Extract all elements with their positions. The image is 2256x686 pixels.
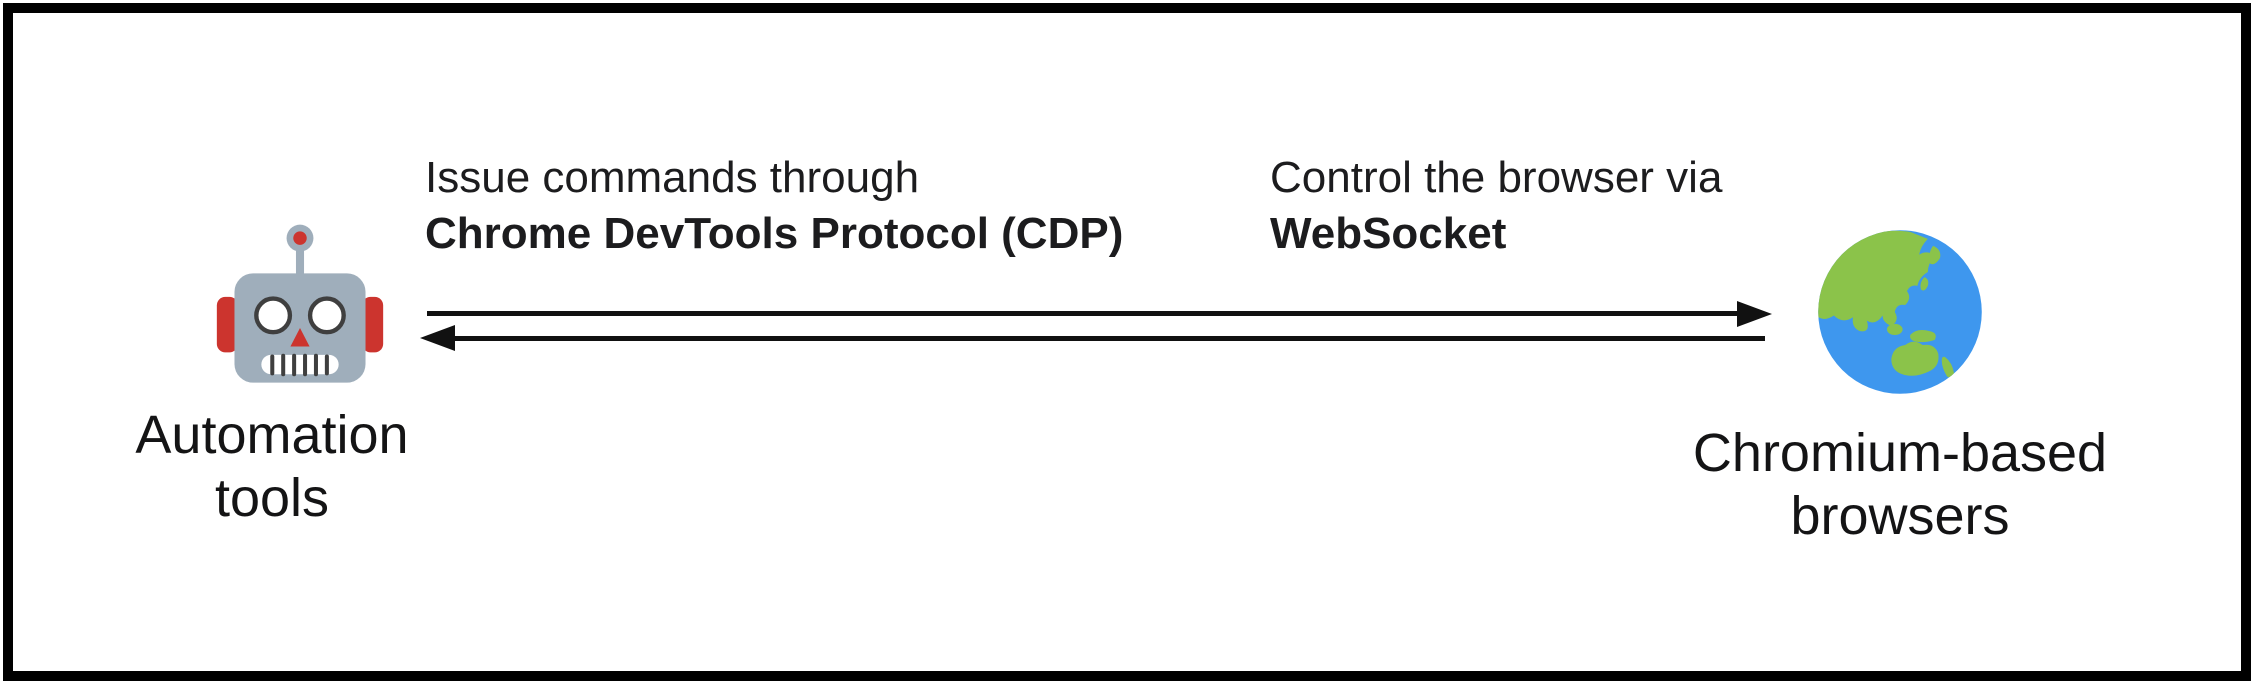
label-chromium-browsers: Chromium-based browsers bbox=[1690, 422, 2110, 548]
robot-mouth-grill bbox=[270, 353, 329, 377]
globe-land-australia bbox=[1891, 341, 1939, 376]
globe-land-borneo bbox=[1886, 323, 1903, 335]
globe-land-island-arc bbox=[1920, 277, 1929, 291]
robot-ear-left bbox=[216, 296, 238, 353]
robot-mouth bbox=[261, 354, 339, 375]
caption-websocket-line2: WebSocket bbox=[1270, 209, 1507, 258]
robot-icon bbox=[216, 224, 384, 383]
caption-cdp-line1: Issue commands through bbox=[425, 153, 920, 202]
robot-eye-left bbox=[254, 296, 293, 335]
robot-eye-right bbox=[307, 296, 346, 335]
globe-land-new-guinea bbox=[1910, 329, 1936, 343]
arrow-right-line bbox=[427, 311, 1739, 316]
label-chromium-browsers-line2: browsers bbox=[1790, 486, 2010, 546]
label-chromium-browsers-line1: Chromium-based bbox=[1692, 423, 2108, 483]
arrow-left-line bbox=[453, 336, 1765, 341]
robot-nose bbox=[290, 328, 310, 347]
robot-ear-right bbox=[362, 296, 384, 353]
label-automation-tools-line1: Automation bbox=[135, 405, 409, 465]
globe-land-new-zealand bbox=[1941, 356, 1954, 378]
arrowhead-right-icon bbox=[1737, 301, 1772, 327]
robot-antenna-stem bbox=[295, 244, 305, 277]
arrowhead-left-icon bbox=[420, 325, 455, 351]
caption-websocket-line1: Control the browser via bbox=[1270, 153, 1723, 202]
globe-icon bbox=[1818, 230, 1982, 394]
caption-cdp: Issue commands through Chrome DevTools P… bbox=[425, 150, 1123, 262]
globe-land-asia bbox=[1818, 230, 1935, 332]
robot-antenna-light bbox=[293, 231, 307, 245]
caption-websocket: Control the browser via WebSocket bbox=[1270, 150, 1722, 262]
globe-landmasses bbox=[1818, 230, 1954, 378]
caption-cdp-line2: Chrome DevTools Protocol (CDP) bbox=[425, 209, 1124, 258]
label-automation-tools-line2: tools bbox=[214, 468, 330, 528]
label-automation-tools: Automation tools bbox=[62, 404, 482, 530]
globe-land-japan bbox=[1929, 245, 1941, 265]
